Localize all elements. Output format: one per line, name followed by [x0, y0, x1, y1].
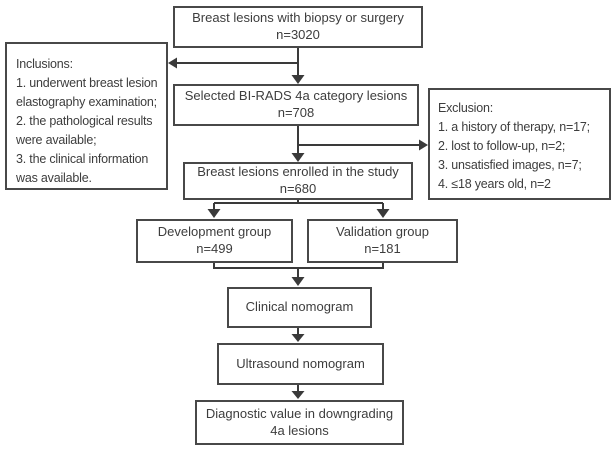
box-diagnostic-line2: 4a lesions — [270, 422, 329, 438]
box-exclusion: Exclusion: 1. a history of therapy, n=17… — [428, 88, 611, 200]
box-birads-4a: Selected BI-RADS 4a category lesions n=7… — [173, 84, 419, 126]
inclusions-title: Inclusions: — [16, 57, 73, 71]
box-biopsy-surgery-count: n=3020 — [276, 27, 320, 42]
box-validation-count: n=181 — [364, 241, 401, 256]
box-diagnostic-value: Diagnostic value in downgrading 4a lesio… — [195, 400, 404, 445]
box-ultrasound-label: Ultrasound nomogram — [236, 355, 365, 371]
box-development-count: n=499 — [196, 241, 233, 256]
box-validation-line1: Validation group — [336, 224, 429, 240]
arrow-branch-to-inclusions — [168, 57, 298, 69]
exclusion-item-4: 4. ≤18 years old, n=2 — [438, 177, 551, 191]
arrow-branch-to-exclusion — [298, 139, 428, 151]
arrow-top-to-selected — [291, 48, 305, 84]
exclusion-item-1: 1. a history of therapy, n=17; — [438, 120, 590, 134]
box-inclusions: Inclusions: 1. underwent breast lesion e… — [5, 42, 168, 190]
box-birads-4a-count: n=708 — [277, 105, 315, 120]
arrow-clinical-to-ultrasound — [291, 328, 305, 342]
box-development-group: Development group n=499 — [136, 219, 293, 263]
arrow-ultrasound-to-diagnostic — [291, 385, 305, 399]
box-diagnostic-line1: Diagnostic value in downgrading — [205, 405, 394, 421]
inclusions-item-2: 2. the pathological results were availab… — [16, 114, 153, 147]
box-ultrasound-nomogram: Ultrasound nomogram — [217, 343, 384, 385]
exclusion-item-2: 2. lost to follow-up, n=2; — [438, 139, 566, 153]
box-enrolled-count: n=680 — [279, 181, 317, 196]
exclusion-item-3: 3. unsatisfied images, n=7; — [438, 158, 582, 172]
box-validation-group: Validation group n=181 — [307, 219, 458, 263]
box-birads-4a-line1: Selected BI-RADS 4a category lesions — [184, 88, 408, 104]
arrow-selected-to-enrolled — [291, 126, 305, 162]
inclusions-item-3: 3. the clinical information was availabl… — [16, 152, 149, 185]
box-development-line1: Development group — [157, 224, 272, 240]
arrow-merge-to-clinical — [213, 263, 384, 286]
box-enrolled-line1: Breast lesions enrolled in the study — [197, 164, 399, 180]
box-biopsy-surgery: Breast lesions with biopsy or surgery n=… — [173, 6, 423, 48]
box-enrolled: Breast lesions enrolled in the study n=6… — [183, 162, 413, 200]
inclusions-item-1: 1. underwent breast lesion elastography … — [16, 76, 158, 109]
box-biopsy-surgery-line1: Breast lesions with biopsy or surgery — [192, 10, 404, 26]
exclusion-title: Exclusion: — [438, 101, 493, 115]
box-clinical-nomogram: Clinical nomogram — [227, 287, 372, 328]
box-clinical-label: Clinical nomogram — [245, 299, 354, 315]
arrow-split-to-groups — [207, 200, 390, 218]
